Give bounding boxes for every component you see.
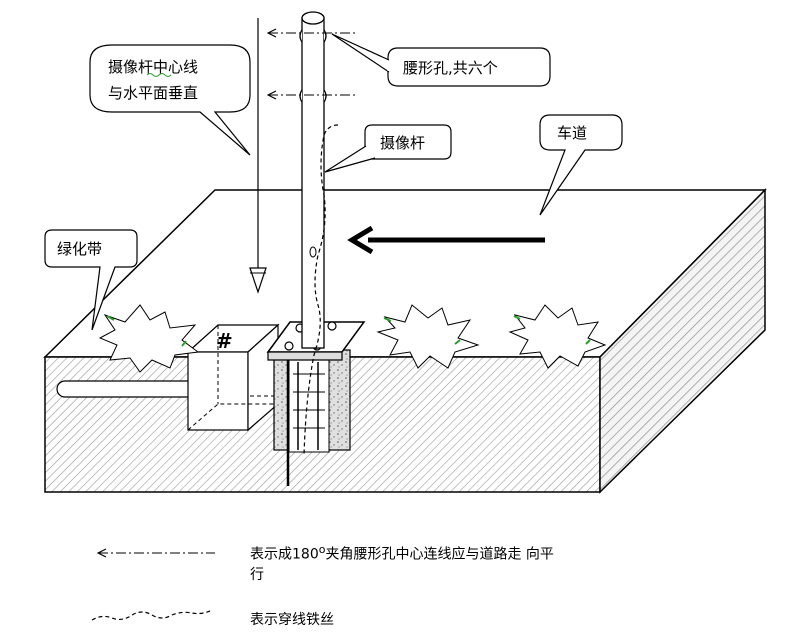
legend-dashdot-text: 表示成180o夹角腰形孔中心连线应与道路走 向平 行 [250, 540, 670, 585]
junction-box-mark: # [216, 329, 233, 353]
legend-dashdot-line2: 行 [250, 566, 264, 583]
shrub [98, 304, 200, 373]
traffic-direction-arrow [347, 225, 545, 255]
callout-roadway-text: 车道 [557, 124, 587, 142]
ground-side-face [599, 188, 766, 494]
legend-degree-mark: o [318, 543, 326, 556]
callout-green-belt: 绿化带 [44, 229, 138, 331]
legend-dashdot-line1: 表示成180o夹角腰形孔中心连线应与道路走 向平 [250, 540, 670, 565]
callout-pole-axis: 摄像杆中心线 与水平面垂直 [89, 44, 251, 156]
junction-box: # [186, 323, 292, 432]
legend-dashdot-suffix: 夹角腰形孔中心连线应与道路走 向平 [325, 546, 554, 563]
callout-pole-axis-line2: 与水平面垂直 [108, 84, 198, 102]
shrubs [98, 304, 607, 373]
legend-wavy-text: 表示穿线铁丝 [250, 612, 334, 628]
legend-dashdot-prefix: 表示成180 [250, 546, 319, 563]
waist-hole-axis-lines [268, 33, 355, 95]
shrub [376, 304, 480, 369]
shrub [508, 304, 607, 369]
callout-roadway: 车道 [539, 114, 623, 216]
camera-pole [299, 11, 339, 456]
callout-waist-holes-text: 腰形孔,共六个 [403, 59, 498, 77]
callout-green-belt-text: 绿化带 [57, 240, 102, 258]
callout-camera-pole-text: 摄像杆 [380, 134, 425, 152]
threading-wire [303, 124, 339, 456]
plumb-line [249, 18, 267, 294]
legend-wavy-symbol [91, 609, 213, 621]
callout-waist-holes: 腰形孔,共六个 [331, 33, 551, 87]
callout-camera-pole: 摄像杆 [324, 124, 452, 173]
callout-pole-axis-line1: 摄像杆中心线 [108, 58, 198, 76]
